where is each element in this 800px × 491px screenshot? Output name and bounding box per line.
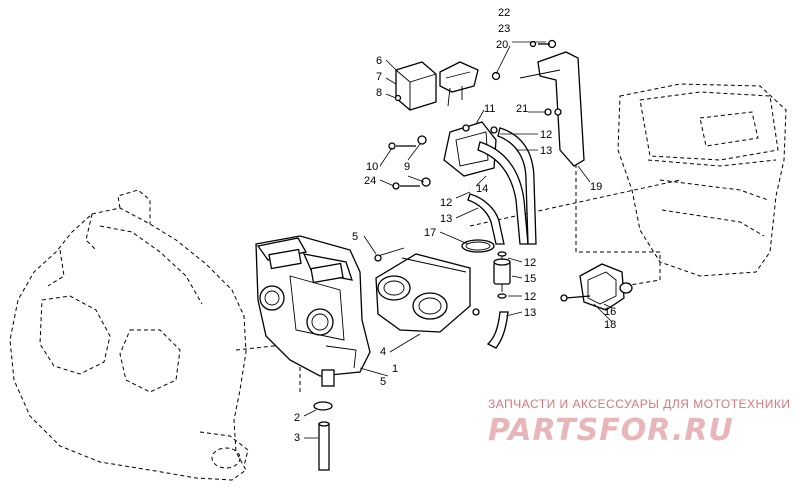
callout-21: 21 xyxy=(516,103,528,115)
relay-assembly xyxy=(394,61,479,111)
callout-1: 1 xyxy=(392,363,398,375)
fuel-filter xyxy=(493,251,511,299)
callout-5-lower: 5 xyxy=(380,376,386,388)
callout-4: 4 xyxy=(380,346,386,358)
callout-10: 10 xyxy=(366,161,378,173)
clamp xyxy=(461,239,495,253)
callout-12-a: 12 xyxy=(540,129,552,141)
callout-3: 3 xyxy=(294,432,300,444)
bracket xyxy=(519,39,585,167)
callout-16: 16 xyxy=(604,306,616,318)
callout-13-a: 13 xyxy=(540,145,552,157)
callout-11: 11 xyxy=(484,103,495,115)
watermark-tagline: ЗАПЧАСТИ И АКСЕССУАРЫ ДЛЯ МОТОТЕХНИКИ xyxy=(488,397,790,411)
primer-pump xyxy=(560,263,633,311)
callout-13-c: 13 xyxy=(524,307,536,319)
callout-12-b: 12 xyxy=(440,197,452,209)
callout-6: 6 xyxy=(376,55,382,67)
callout-14: 14 xyxy=(476,183,488,195)
bolts-upper xyxy=(491,40,552,116)
callout-19: 19 xyxy=(590,181,602,193)
callout-8: 8 xyxy=(376,87,382,99)
callout-17: 17 xyxy=(424,227,436,239)
callout-23: 23 xyxy=(498,23,510,35)
callout-7: 7 xyxy=(376,71,382,83)
leader-lines xyxy=(303,41,613,439)
callout-15: 15 xyxy=(524,273,536,285)
carburetor-assembly xyxy=(255,235,371,387)
callout-22: 22 xyxy=(498,7,510,19)
airbox-outline xyxy=(617,83,787,277)
callout-18: 18 xyxy=(604,319,616,331)
intake-boot xyxy=(374,247,480,333)
callout-20: 20 xyxy=(496,39,508,51)
hoses xyxy=(467,127,537,349)
callout-12-c: 12 xyxy=(524,257,536,269)
callout-5-upper: 5 xyxy=(352,231,358,243)
callout-9: 9 xyxy=(404,161,410,173)
callout-24: 24 xyxy=(364,175,376,187)
callout-2: 2 xyxy=(294,412,300,424)
watermark: ЗАПЧАСТИ И АКСЕССУАРЫ ДЛЯ МОТОТЕХНИКИ PA… xyxy=(488,397,790,448)
engine-outline xyxy=(9,189,249,481)
fuel-pump xyxy=(443,121,498,177)
bolts-left xyxy=(388,135,431,190)
callout-labels: 1 2 3 4 5 5 6 7 8 9 10 11 12 12 12 12 13… xyxy=(294,7,616,444)
callout-13-b: 13 xyxy=(440,213,452,225)
callout-12-d: 12 xyxy=(524,291,536,303)
drain-parts xyxy=(313,401,333,471)
watermark-brand: PARTSFOR.RU xyxy=(488,413,734,448)
